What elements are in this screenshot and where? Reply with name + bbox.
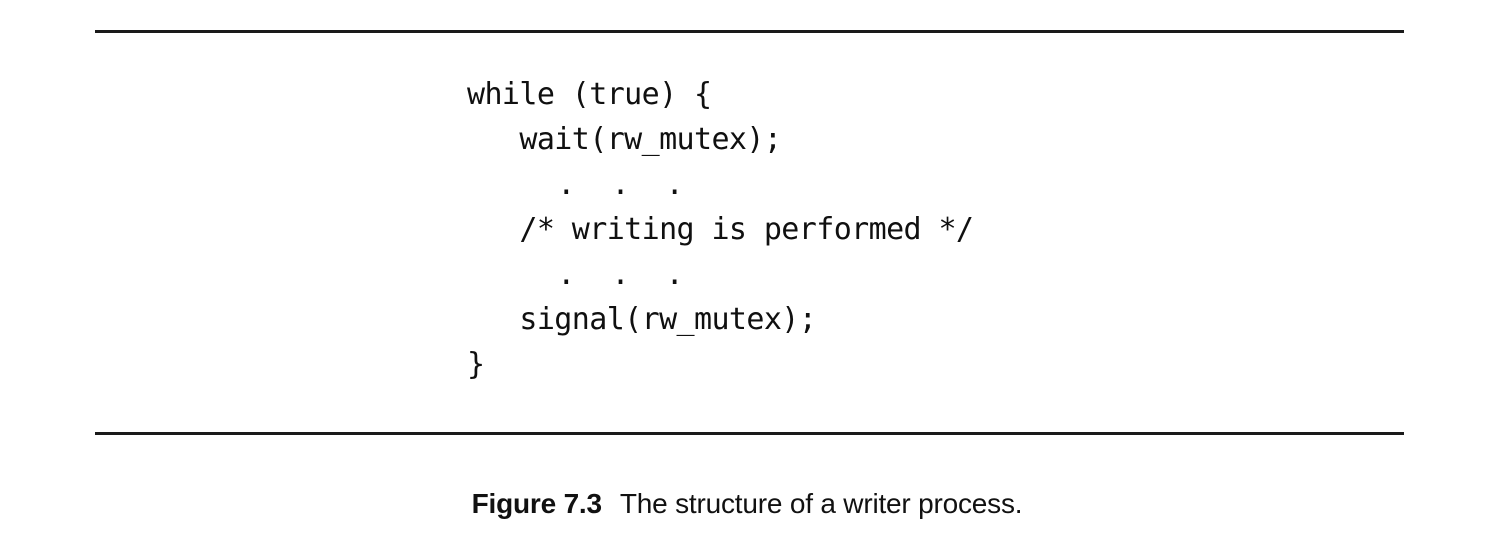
figure-bottom-rule [95, 432, 1404, 435]
code-line: } [467, 347, 485, 382]
figure-caption-label: Figure 7.3 [471, 488, 602, 519]
code-line: wait(rw_mutex); [467, 122, 782, 157]
code-listing: while (true) { wait(rw_mutex); . . . /* … [467, 72, 974, 387]
figure-top-rule [95, 30, 1404, 33]
code-line: /* writing is performed */ [467, 212, 974, 247]
code-line-ellipsis: . . . [467, 167, 684, 202]
code-line-ellipsis: . . . [467, 257, 684, 292]
code-line: signal(rw_mutex); [467, 302, 817, 337]
figure-caption: Figure 7.3 The structure of a writer proc… [0, 487, 1494, 521]
code-line: while (true) { [467, 77, 712, 112]
figure-caption-text: The structure of a writer process. [619, 488, 1023, 519]
